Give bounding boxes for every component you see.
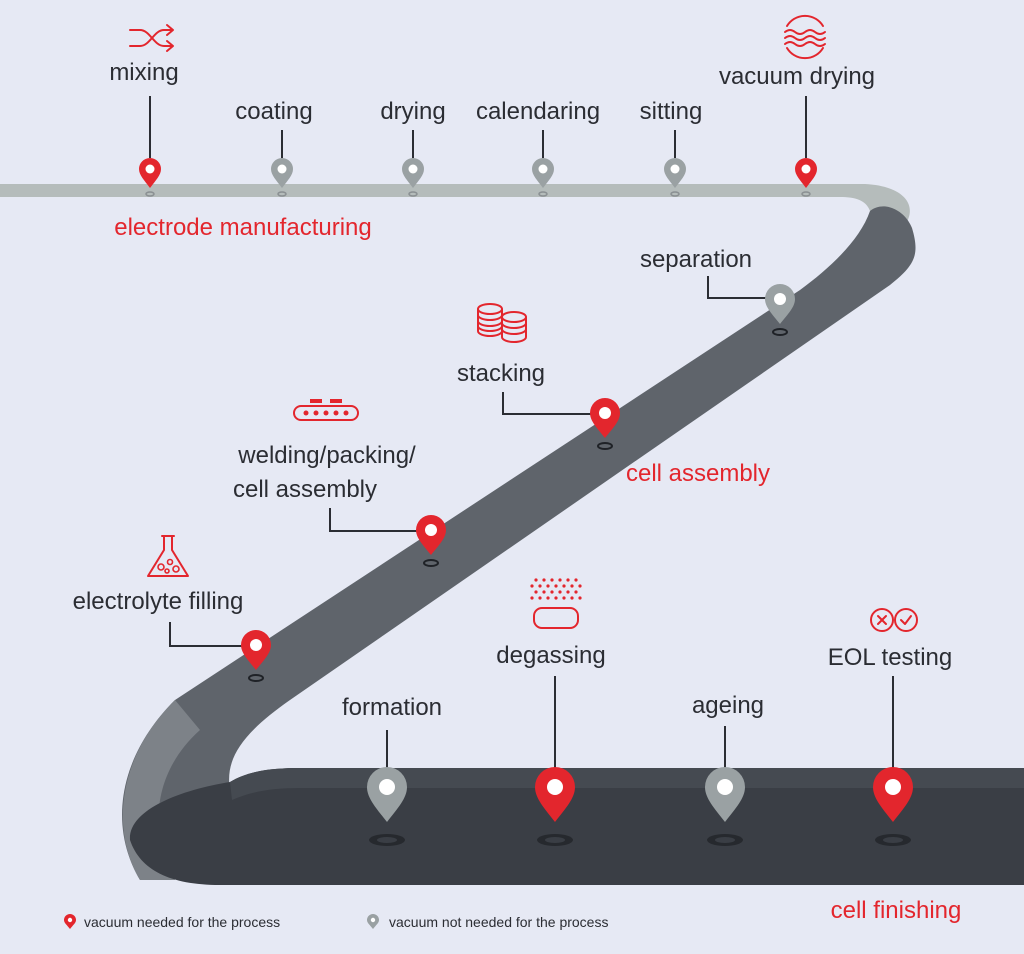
pin-electrolyte-filling <box>241 630 271 682</box>
pin-degassing <box>535 767 575 846</box>
legend-needed-text: vacuum needed for the process <box>84 914 280 930</box>
road-bottom-top-edge <box>230 768 1024 800</box>
label-vacuum-drying: vacuum drying <box>719 63 875 90</box>
road-bottom-segment <box>129 768 1024 885</box>
label-eol-testing: EOL testing <box>828 644 953 671</box>
label-welding-line2: cell assembly <box>233 476 377 503</box>
pin-sitting <box>664 158 686 197</box>
label-mixing: mixing <box>109 59 178 86</box>
phase-electrode-manufacturing: electrode manufacturing <box>114 214 371 241</box>
label-electrolyte-filling: electrolyte filling <box>73 588 244 615</box>
pin-coating <box>271 158 293 197</box>
shuffle-icon <box>129 24 174 52</box>
legend-not-needed-text: vacuum not needed for the process <box>389 914 608 930</box>
legend-red-pin-icon <box>64 914 76 929</box>
phase-cell-finishing: cell finishing <box>831 897 962 924</box>
label-ageing: ageing <box>692 692 764 719</box>
road-diagonal-segment <box>122 206 916 881</box>
pin-separation <box>765 284 795 336</box>
degassing-icon <box>530 578 582 629</box>
conveyor-icon <box>293 399 359 421</box>
pin-calendaring <box>532 158 554 197</box>
pin-mixing <box>139 158 161 197</box>
legend: vacuum needed for the process vacuum not… <box>64 914 608 930</box>
pins <box>139 158 913 846</box>
vacuum-waves-icon <box>784 14 826 60</box>
step-labels: mixing coating drying calendaring sittin… <box>73 59 953 721</box>
label-drying: drying <box>380 98 445 125</box>
phase-labels: electrode manufacturing cell assembly ce… <box>114 214 961 924</box>
pin-drying <box>402 158 424 197</box>
phase-cell-assembly: cell assembly <box>626 460 770 487</box>
label-welding-line1: welding/packing/ <box>237 442 416 469</box>
leader-lines <box>149 96 894 770</box>
label-coating: coating <box>235 98 312 125</box>
pin-eol-testing <box>873 767 913 846</box>
pin-vacuum-drying <box>795 158 817 197</box>
pin-ageing <box>705 767 745 846</box>
label-stacking: stacking <box>457 360 545 387</box>
stacked-coins-icon <box>477 303 527 343</box>
legend-grey-pin-icon <box>367 914 379 929</box>
process-road <box>0 184 1024 885</box>
label-separation: separation <box>640 246 752 273</box>
flask-icon <box>147 535 189 577</box>
label-degassing: degassing <box>496 642 605 669</box>
label-sitting: sitting <box>640 98 703 125</box>
road-top-segment <box>0 184 910 248</box>
pin-formation <box>367 767 407 846</box>
label-calendaring: calendaring <box>476 98 600 125</box>
check-cross-icon <box>870 608 918 632</box>
pin-stacking <box>590 398 620 450</box>
pin-welding <box>416 515 446 567</box>
label-formation: formation <box>342 694 442 721</box>
